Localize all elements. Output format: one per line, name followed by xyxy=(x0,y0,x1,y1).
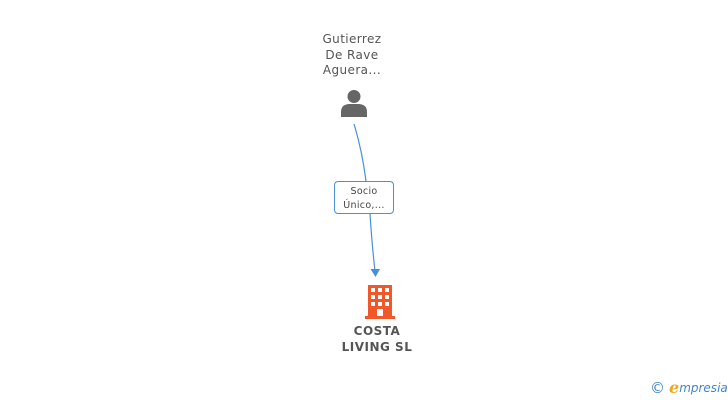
relation-label-line-1: Socio xyxy=(350,186,378,197)
company-name-line-2: LIVING SL xyxy=(341,339,413,354)
shareholder-name-line-3: Aguera... xyxy=(322,63,382,77)
relation-label-line-2: Único,... xyxy=(343,200,385,211)
edge-line-upper xyxy=(353,123,367,182)
person-icon[interactable] xyxy=(339,88,369,118)
logo-initial: e xyxy=(669,378,680,397)
company-name-line-1: COSTA xyxy=(353,324,401,338)
empresia-logo[interactable]: © e mpresia xyxy=(650,378,728,398)
shareholder-name-line-2: De Rave xyxy=(325,47,379,62)
edge-line-lower xyxy=(369,213,376,272)
copyright-icon: © xyxy=(650,379,665,397)
building-icon[interactable] xyxy=(364,285,396,319)
edge-arrowhead xyxy=(370,269,380,277)
shareholder-name[interactable]: Gutierrez De Rave Aguera... xyxy=(300,32,404,79)
relation-label[interactable]: Socio Único,... xyxy=(334,181,394,214)
logo-wordmark: mpresia xyxy=(679,381,728,395)
shareholder-name-line-1: Gutierrez xyxy=(322,32,382,46)
company-name[interactable]: COSTA LIVING SL xyxy=(310,324,444,355)
